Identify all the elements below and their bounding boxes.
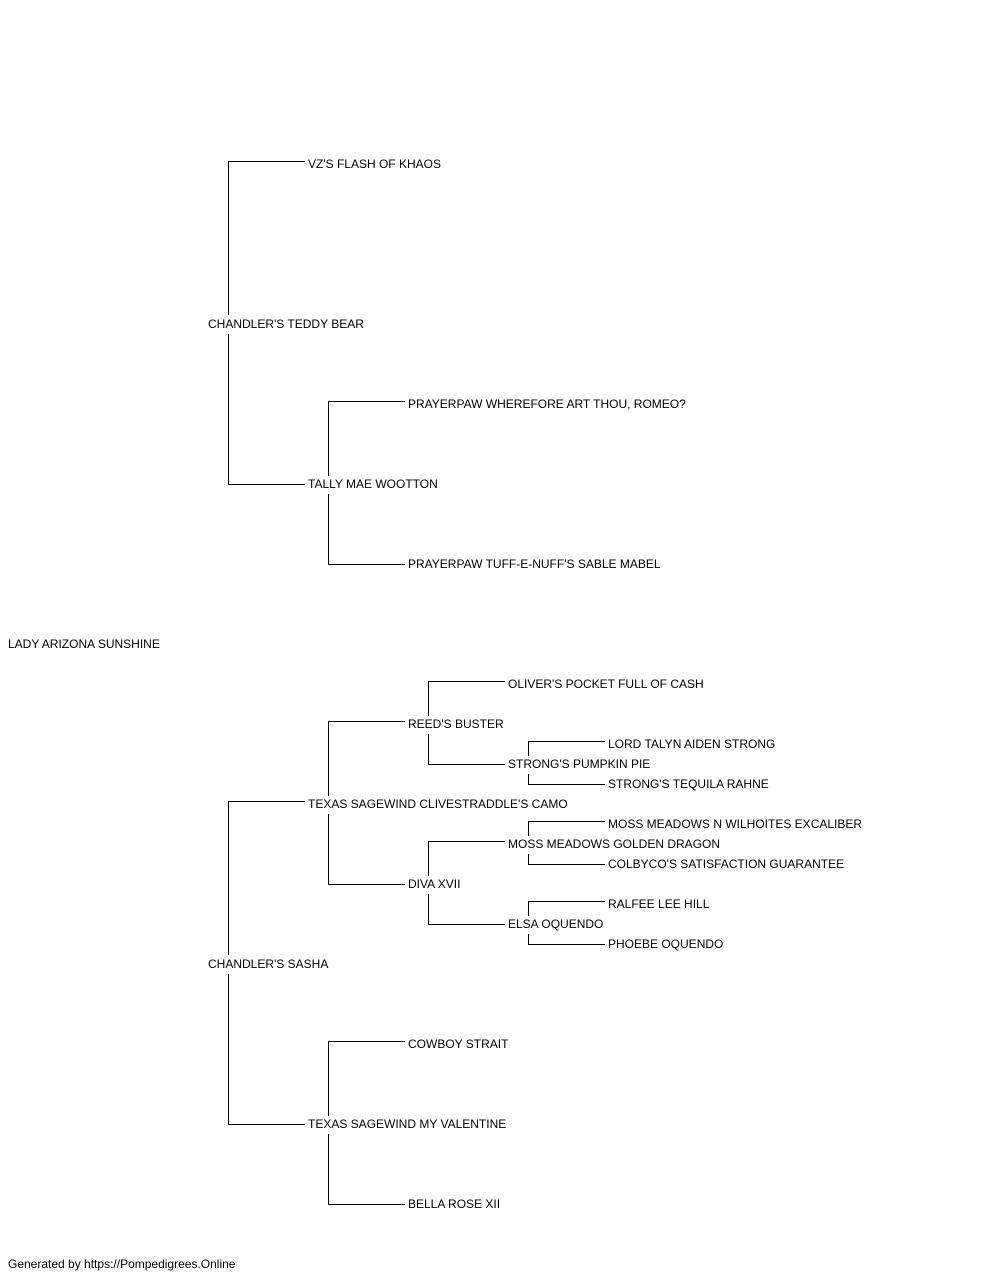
connector-line: [528, 864, 605, 865]
connector-line: [328, 814, 329, 885]
dam-name: CHANDLER'S SASHA: [208, 957, 329, 971]
subject-name: LADY ARIZONA SUNSHINE: [8, 637, 160, 651]
connector-line: [228, 801, 305, 802]
connector-line: [528, 784, 605, 785]
connector-line: [528, 822, 529, 836]
dam-sire-dam-sire-name: MOSS MEADOWS GOLDEN DRAGON: [508, 837, 721, 851]
sire-dam-sire-name: PRAYERPAW WHEREFORE ART THOU, ROMEO?: [408, 397, 686, 411]
dam-sire-dam-dam-sire-name: RALFEE LEE HILL: [608, 897, 710, 911]
connector-line: [528, 934, 529, 945]
dam-sire-name: TEXAS SAGEWIND CLIVESTRADDLE'S CAMO: [308, 797, 568, 811]
connector-line: [428, 924, 505, 925]
dam-dam-sire-name: COWBOY STRAIT: [408, 1037, 509, 1051]
connector-line: [228, 161, 305, 162]
connector-line: [528, 742, 529, 756]
connector-line: [528, 944, 605, 945]
connector-line: [228, 974, 229, 1125]
dam-sire-sire-dam-dam-name: STRONG'S TEQUILA RAHNE: [608, 777, 769, 791]
connector-line: [328, 1134, 329, 1205]
connector-line: [328, 1041, 405, 1042]
dam-sire-sire-sire-name: OLIVER'S POCKET FULL OF CASH: [508, 677, 704, 691]
connector-line: [328, 564, 405, 565]
connector-line: [228, 802, 229, 955]
dam-sire-sire-dam-sire-name: LORD TALYN AIDEN STRONG: [608, 737, 776, 751]
sire-dam-name: TALLY MAE WOOTTON: [308, 477, 438, 491]
connector-line: [528, 741, 605, 742]
connector-line: [528, 774, 529, 785]
connector-line: [328, 401, 405, 402]
sire-sire-name: VZ'S FLASH OF KHAOS: [308, 157, 441, 171]
connector-line: [528, 902, 529, 916]
connector-line: [528, 854, 529, 865]
dam-sire-dam-dam-dam-name: PHOEBE OQUENDO: [608, 937, 724, 951]
dam-sire-dam-sire-dam-name: COLBYCO'S SATISFACTION GUARANTEE: [608, 857, 845, 871]
connector-line: [428, 681, 505, 682]
dam-sire-sire-name: REED'S BUSTER: [408, 717, 504, 731]
sire-name: CHANDLER'S TEDDY BEAR: [208, 317, 364, 331]
footer-credit: Generated by https://Pompedigrees.Online: [8, 1257, 236, 1271]
connector-line: [428, 734, 429, 765]
connector-line: [328, 721, 405, 722]
connector-line: [228, 334, 229, 485]
connector-line: [228, 484, 305, 485]
connector-line: [428, 682, 429, 716]
connector-line: [328, 494, 329, 565]
connector-line: [328, 402, 329, 476]
connector-line: [528, 821, 605, 822]
connector-line: [228, 162, 229, 315]
connector-line: [428, 842, 429, 876]
dam-dam-dam-name: BELLA ROSE XII: [408, 1197, 501, 1211]
sire-dam-dam-name: PRAYERPAW TUFF-E-NUFF'S SABLE MABEL: [408, 557, 661, 571]
connector-line: [528, 901, 605, 902]
connector-line: [328, 884, 405, 885]
connector-line: [428, 894, 429, 925]
dam-dam-name: TEXAS SAGEWIND MY VALENTINE: [308, 1117, 507, 1131]
dam-sire-dam-sire-sire-name: MOSS MEADOWS N WILHOITES EXCALIBER: [608, 817, 863, 831]
connector-line: [228, 1124, 305, 1125]
connector-line: [328, 1204, 405, 1205]
connector-line: [328, 1042, 329, 1116]
connector-line: [428, 841, 505, 842]
dam-sire-dam-name: DIVA XVII: [408, 877, 461, 891]
dam-sire-dam-dam-name: ELSA OQUENDO: [508, 917, 604, 931]
connector-line: [328, 722, 329, 796]
dam-sire-sire-dam-name: STRONG'S PUMPKIN PIE: [508, 757, 651, 771]
connector-line: [428, 764, 505, 765]
